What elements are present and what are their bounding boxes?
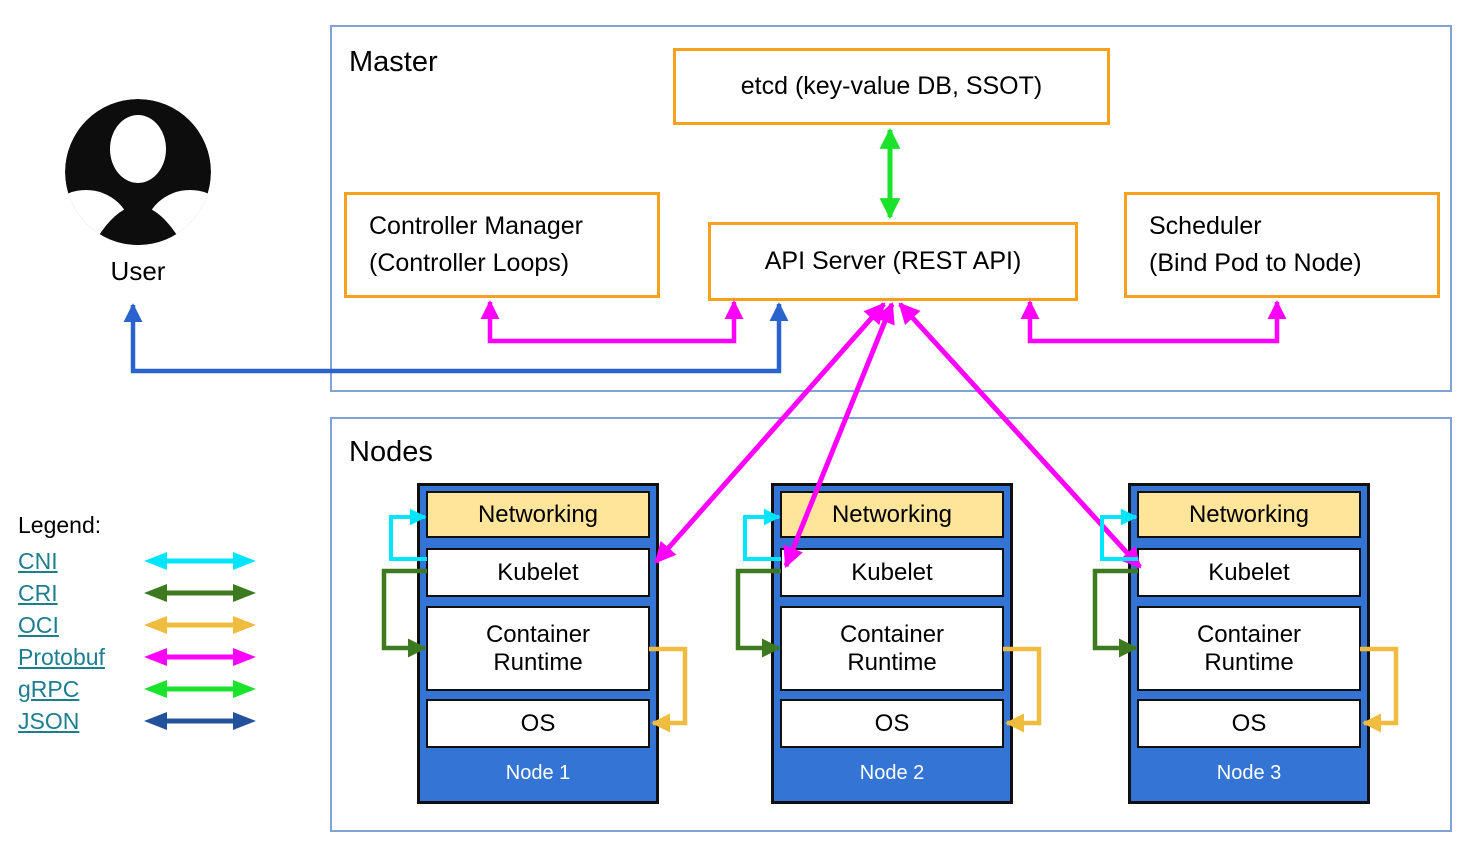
- controller-manager-box: Controller Manager (Controller Loops): [344, 192, 660, 298]
- protobuf-legend-arrow: [144, 648, 256, 666]
- api-server-box: API Server (REST API): [708, 222, 1078, 301]
- node-3-name: Node 3: [1216, 761, 1282, 784]
- node-2: Networking Kubelet Container Runtime OS …: [771, 483, 1013, 804]
- node-2-container-runtime: Container Runtime: [780, 606, 1004, 691]
- node-3-networking: Networking: [1137, 491, 1361, 538]
- legend-link-json[interactable]: JSON: [18, 707, 80, 734]
- node-2-networking: Networking: [780, 491, 1004, 538]
- legend-row-cri: CRI: [18, 577, 258, 609]
- cni-legend-arrow: [144, 552, 256, 570]
- api-server-label: API Server (REST API): [764, 247, 1022, 275]
- legend-link-grpc[interactable]: gRPC: [18, 675, 80, 702]
- node-3: Networking Kubelet Container Runtime OS …: [1128, 483, 1370, 804]
- grpc-legend-arrow: [144, 680, 256, 698]
- etcd-box: etcd (key-value DB, SSOT): [673, 48, 1110, 125]
- legend-row-grpc: gRPC: [18, 673, 258, 705]
- scheduler-line2: (Bind Pod to Node): [1149, 249, 1362, 277]
- node-1-kubelet: Kubelet: [426, 548, 650, 597]
- node-2-name: Node 2: [859, 761, 925, 784]
- legend-title: Legend:: [18, 512, 102, 538]
- scheduler-line1: Scheduler: [1149, 212, 1262, 240]
- oci-legend-arrow: [144, 616, 256, 634]
- scheduler-box: Scheduler (Bind Pod to Node): [1124, 192, 1440, 298]
- user-icon: [65, 99, 211, 245]
- master-section-label: Master: [349, 46, 438, 78]
- legend-link-cni[interactable]: CNI: [18, 547, 58, 574]
- user-label: User: [110, 256, 166, 286]
- node-1-name: Node 1: [505, 761, 571, 784]
- legend-row-json: JSON: [18, 705, 258, 737]
- legend-link-cri[interactable]: CRI: [18, 579, 58, 606]
- node-2-os: OS: [780, 699, 1004, 748]
- node-3-os: OS: [1137, 699, 1361, 748]
- legend-row-protobuf: Protobuf: [18, 641, 258, 673]
- legend-link-oci[interactable]: OCI: [18, 611, 59, 638]
- json-legend-arrow: [144, 712, 256, 730]
- node-1-networking: Networking: [426, 491, 650, 538]
- node-1: Networking Kubelet Container Runtime OS …: [417, 483, 659, 804]
- node-3-kubelet: Kubelet: [1137, 548, 1361, 597]
- node-1-os: OS: [426, 699, 650, 748]
- cri-legend-arrow: [144, 584, 256, 602]
- etcd-label: etcd (key-value DB, SSOT): [740, 72, 1043, 100]
- controller-manager-line2: (Controller Loops): [369, 249, 570, 277]
- controller-manager-line1: Controller Manager: [369, 212, 583, 240]
- legend: Legend: CNI CRI OCI: [18, 512, 258, 737]
- legend-row-oci: OCI: [18, 609, 258, 641]
- legend-link-protobuf[interactable]: Protobuf: [18, 643, 105, 670]
- node-2-kubelet: Kubelet: [780, 548, 1004, 597]
- node-1-container-runtime: Container Runtime: [426, 606, 650, 691]
- node-3-container-runtime: Container Runtime: [1137, 606, 1361, 691]
- nodes-section-label: Nodes: [349, 436, 433, 468]
- legend-row-cni: CNI: [18, 545, 258, 577]
